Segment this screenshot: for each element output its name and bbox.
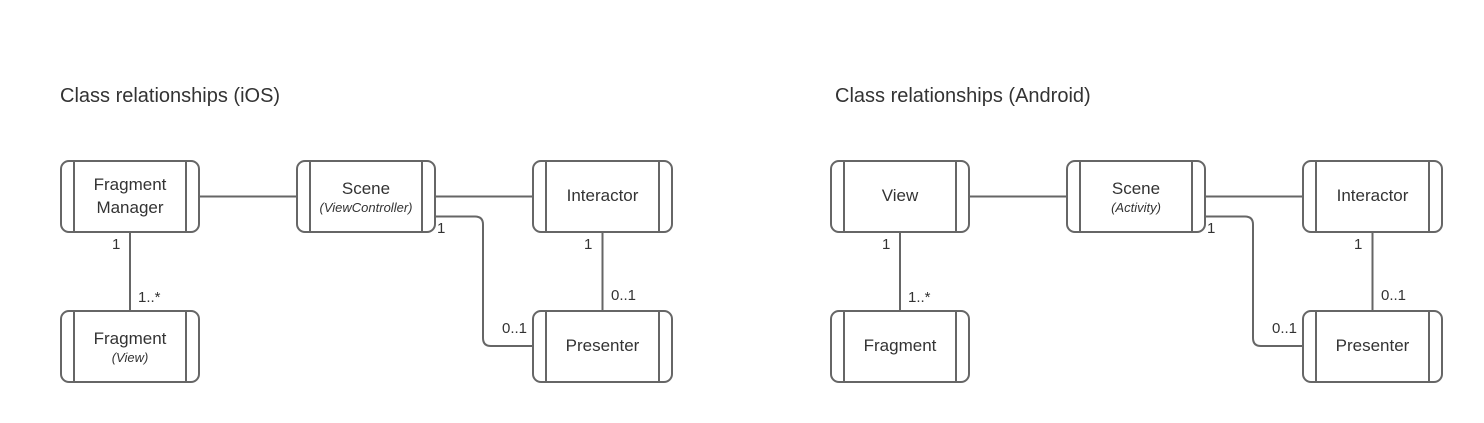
node-label: Scene	[341, 178, 391, 198]
node-interactor-android: Interactor	[1302, 160, 1443, 233]
multiplicity-label: 1	[1207, 220, 1216, 237]
node-fragment-ios: Fragment (View)	[60, 310, 200, 383]
panel-title-android: Class relationships (Android)	[835, 85, 1091, 107]
node-label: Fragment Manager	[93, 175, 167, 217]
multiplicity-label: 1	[882, 236, 891, 253]
node-label: Interactor	[1336, 186, 1409, 206]
node-sublabel: (Activity)	[1111, 199, 1161, 215]
node-scene-android: Scene (Activity)	[1066, 160, 1206, 233]
node-sublabel: (ViewController)	[319, 199, 413, 215]
node-fragment-manager: Fragment Manager	[60, 160, 200, 233]
multiplicity-label: 0..1	[1272, 320, 1298, 337]
node-fragment-android: Fragment	[830, 310, 970, 383]
node-label: View	[881, 186, 919, 206]
multiplicity-label: 1	[112, 236, 121, 253]
node-label: Scene	[1111, 178, 1161, 198]
node-label: Presenter	[1335, 336, 1410, 356]
node-interactor-ios: Interactor	[532, 160, 673, 233]
multiplicity-label: 1	[1354, 236, 1363, 253]
node-view: View	[830, 160, 970, 233]
node-label: Fragment	[863, 336, 937, 356]
multiplicity-label: 0..1	[502, 320, 528, 337]
node-sublabel: (View)	[111, 349, 149, 365]
node-presenter-android: Presenter	[1302, 310, 1443, 383]
node-scene-ios: Scene (ViewController)	[296, 160, 436, 233]
multiplicity-label: 1	[584, 236, 593, 253]
node-label: Presenter	[565, 336, 640, 356]
edge-scene-presenter-android	[1206, 215, 1302, 347]
multiplicity-label: 0..1	[611, 287, 637, 304]
multiplicity-label: 1..*	[138, 289, 161, 306]
multiplicity-label: 0..1	[1381, 287, 1407, 304]
panel-title-ios: Class relationships (iOS)	[60, 85, 281, 107]
node-label: Interactor	[566, 186, 639, 206]
multiplicity-label: 1..*	[908, 289, 931, 306]
node-label: Fragment	[93, 328, 167, 348]
multiplicity-label: 1	[437, 220, 446, 237]
edge-scene-presenter	[436, 215, 532, 347]
node-presenter-ios: Presenter	[532, 310, 673, 383]
